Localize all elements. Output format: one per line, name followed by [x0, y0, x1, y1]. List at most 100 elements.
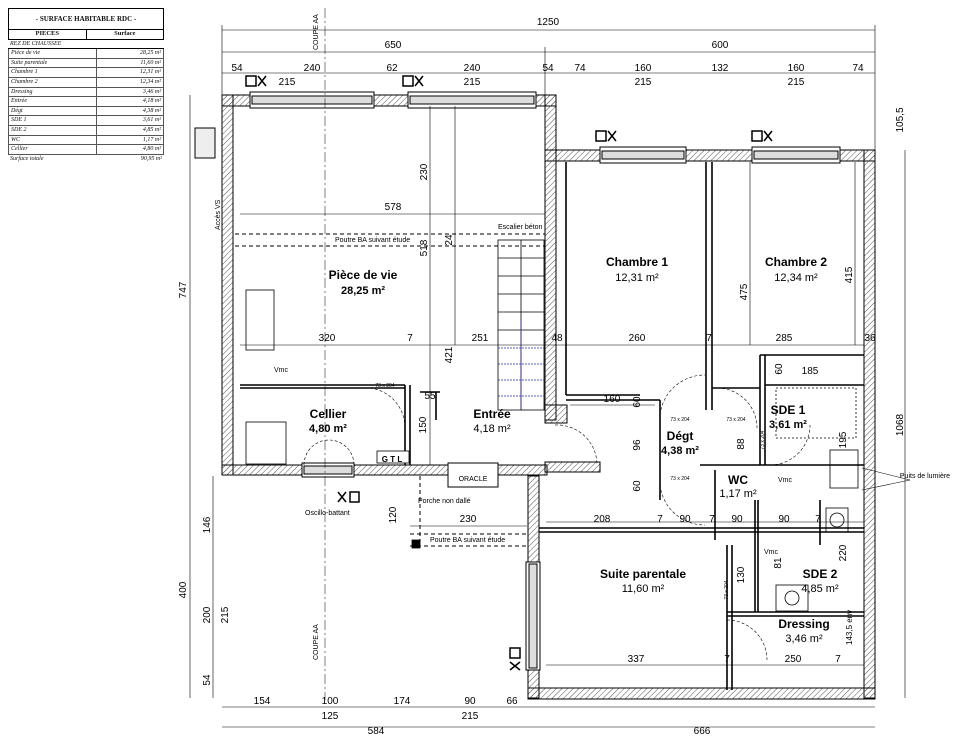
room-area-sde1: 3,61 m²: [769, 419, 807, 431]
dim-7c: 7: [657, 514, 663, 525]
dim-top-total: 1250: [537, 17, 560, 28]
dim-lines: [189, 25, 906, 728]
dim-36: 36: [864, 333, 876, 344]
dim-250: 250: [785, 654, 802, 665]
dim-bottom-154: 154: [254, 696, 271, 707]
dim-578: 578: [385, 202, 402, 213]
walls: [221, 94, 876, 700]
dim-left-400: 400: [178, 581, 189, 598]
room-area-cellier: 4,80 m²: [309, 423, 347, 435]
label-poutre-bottom: Poutre BA suivant étude: [430, 537, 505, 544]
door-size-4: 73 x 204: [670, 476, 689, 482]
surface-row-value: 4,85 m²: [142, 126, 161, 133]
label-vmc-2: Vmc: [778, 477, 793, 484]
dim-t160a: 160: [635, 63, 652, 74]
stair: [497, 239, 545, 411]
dim-55: 55: [424, 391, 436, 402]
dim-415: 415: [844, 266, 855, 283]
room-area-piece-de-vie: 28,25 m²: [341, 285, 385, 297]
dim-7f: 7: [724, 654, 730, 665]
surface-row: Chambre 2 12,34 m²: [8, 77, 164, 88]
dim-bottom-100: 100: [322, 696, 339, 707]
label-escalier: Escalier béton: [498, 224, 542, 231]
dim-130: 130: [736, 566, 747, 583]
dim-bottom-174: 174: [394, 696, 411, 707]
surface-row: SDE 1 3,61 m²: [8, 116, 164, 126]
dim-96: 96: [632, 439, 643, 451]
label-porche: Porche non dallé: [418, 498, 471, 505]
lightwell-pointers: [861, 467, 911, 491]
surface-total-row: Surface totale 90,95 m²: [8, 155, 164, 164]
room-name-cellier: Cellier: [310, 407, 347, 421]
dim-t54a: 54: [231, 63, 243, 74]
dim-185: 185: [802, 366, 819, 377]
door-labels: 73 x 204 73 x 204 73 x 204 73 x 204 73 x…: [375, 383, 766, 600]
room-name-sde1: SDE 1: [771, 403, 806, 417]
dim-60c: 60: [632, 480, 643, 492]
label-poutre-top: Poutre BA suivant étude: [335, 237, 410, 244]
window-symbol-icon: [509, 647, 521, 671]
surface-row-value: 4,18 m²: [142, 98, 161, 105]
surface-row-value: 12,31 m²: [139, 69, 161, 76]
dim-150: 150: [418, 416, 429, 433]
surface-row: Dressing 3,46 m²: [8, 87, 164, 98]
surface-row-value: 12,34 m²: [139, 78, 161, 85]
dim-t160b: 160: [788, 63, 805, 74]
surface-row-value: 3,61 m²: [142, 117, 161, 124]
dim-bottom-666: 666: [694, 726, 711, 737]
room-area-dressing: 3,46 m²: [785, 633, 823, 645]
total-label: Surface totale: [10, 155, 44, 162]
dim-230b: 230: [460, 514, 477, 525]
window-symbol-icon: [337, 491, 360, 503]
label-coupe-bottom: COUPE AA: [313, 624, 320, 660]
dim-208: 208: [594, 514, 611, 525]
fixtures: [245, 289, 859, 612]
surface-row: Entrée 4,18 m²: [8, 97, 164, 107]
surface-row-value: 11,60 m²: [140, 59, 161, 66]
door-size-3: 73 x 204: [726, 417, 745, 423]
surface-row-name: SDE 2: [9, 125, 97, 135]
room-name-entree: Entrée: [473, 407, 511, 421]
dim-w215b: 215: [464, 77, 481, 88]
dim-t240a: 240: [304, 63, 321, 74]
dim-475: 475: [739, 283, 750, 300]
surface-row-value: 3,46 m²: [142, 88, 161, 95]
surface-table: - SURFACE HABITABLE RDC - PIECES Surface…: [8, 8, 164, 163]
col-surface: Surface: [114, 30, 136, 37]
surface-row-value: 4,80 m²: [142, 146, 161, 153]
room-area-sde2: 4,85 m²: [801, 583, 839, 595]
dim-t54b: 54: [542, 63, 554, 74]
room-name-dressing: Dressing: [778, 617, 829, 631]
room-area-entree: 4,18 m²: [473, 423, 511, 435]
dim-texts: 1250 650 600 54 240 62 240 54 74 160 132…: [231, 17, 876, 737]
dim-88: 88: [736, 438, 747, 450]
room-name-chambre1: Chambre 1: [606, 255, 668, 269]
dim-251: 251: [472, 333, 489, 344]
dim-texts-vertical: 747 400 146 200 215 54 105,5 1068 230 51…: [178, 107, 906, 686]
surface-row-name: Dressing: [9, 87, 97, 97]
dim-60a: 60: [774, 363, 785, 375]
door-size-5: 73 x 204: [724, 580, 730, 599]
label-oracle: ORACLE: [459, 476, 488, 483]
dim-60b: 60: [632, 396, 643, 408]
dim-right-1055: 105,5: [895, 107, 906, 132]
surface-row-name: SDE 1: [9, 116, 97, 125]
dim-bottom-584: 584: [368, 726, 385, 737]
surface-row-name: Entrée: [9, 97, 97, 106]
dim-7d: 7: [709, 514, 715, 525]
surface-row-value: 1,17 m²: [142, 136, 161, 143]
dim-518: 518: [419, 239, 430, 256]
door-size-2: 73 x 204: [670, 417, 689, 423]
window-symbol-icon: [595, 130, 617, 142]
col-pieces: PIECES: [9, 30, 87, 39]
dim-bottom-66: 66: [506, 696, 518, 707]
window-symbol-icon: [751, 130, 773, 142]
room-area-chambre1: 12,31 m²: [615, 272, 659, 284]
dim-bottom-215: 215: [462, 711, 479, 722]
surface-row-name: Chambre 2: [9, 77, 97, 87]
dim-260: 260: [629, 333, 646, 344]
dim-81: 81: [773, 557, 784, 569]
